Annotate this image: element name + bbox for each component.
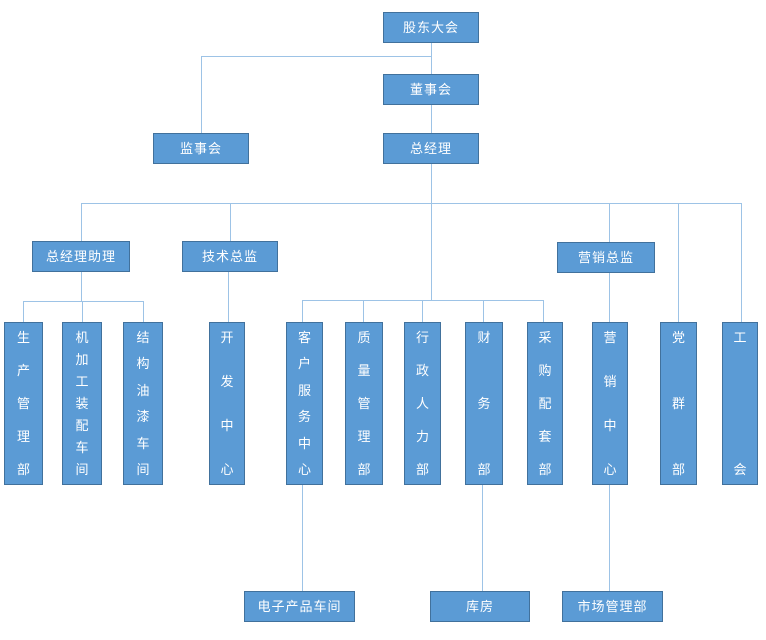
connector-board-gm [431, 104, 432, 133]
node-customer-service-center: 客户服务中心 [286, 322, 323, 485]
connector-marketing-market-mgmt [609, 485, 610, 591]
node-quality-mgmt-dept: 质量管理部 [345, 322, 383, 485]
node-warehouse: 库房 [430, 591, 530, 622]
connector-gm-spine [431, 163, 432, 300]
node-purchasing-support-dept: 采购配套部 [527, 322, 563, 485]
node-label: 行政人力部 [415, 330, 429, 477]
node-structure-paint-workshop: 结构油漆车间 [123, 322, 163, 485]
connector-finance-warehouse [482, 485, 483, 591]
connector-drop-admin-hr [422, 300, 423, 323]
node-tech-director: 技术总监 [182, 241, 278, 272]
node-development-center: 开发中心 [209, 322, 245, 485]
node-label: 客户服务中心 [297, 330, 311, 477]
node-label: 采购配套部 [538, 330, 552, 477]
node-label: 总经理 [409, 141, 452, 156]
node-electronics-workshop: 电子产品车间 [244, 591, 355, 622]
node-label: 股东大会 [402, 20, 459, 35]
node-label: 生产管理部 [16, 330, 30, 477]
node-label: 监事会 [179, 141, 222, 156]
connector-drop-machining [82, 301, 83, 323]
connector-bus-gm-assistant [81, 203, 82, 241]
node-label: 电子产品车间 [257, 599, 342, 614]
node-label: 开发中心 [220, 330, 234, 477]
connector-assistant-subbus [81, 271, 82, 301]
node-label: 财务部 [477, 330, 491, 477]
node-market-mgmt-dept: 市场管理部 [562, 591, 663, 622]
node-label: 质量管理部 [357, 330, 371, 477]
connector-bus-marketing-director [609, 203, 610, 242]
connector-subbus-assistant [23, 301, 143, 302]
connector-drop-purchasing [543, 300, 544, 323]
connector-bus-party-mass [678, 203, 679, 323]
node-labor-union: 工会 [722, 322, 758, 485]
node-label: 营销总监 [577, 250, 634, 265]
node-label: 机加工装配车间 [75, 330, 89, 477]
node-board-of-directors: 董事会 [383, 74, 479, 105]
connector-branch-supervisory-h [201, 56, 431, 57]
connector-tech-dev-center [228, 271, 229, 323]
connector-branch-supervisory-v [201, 56, 202, 134]
node-label: 技术总监 [201, 249, 258, 264]
node-supervisory-board: 监事会 [153, 133, 249, 164]
connector-drop-production [23, 301, 24, 323]
connector-drop-finance [483, 300, 484, 323]
node-general-manager: 总经理 [383, 133, 479, 164]
connector-customer-electronics [302, 485, 303, 591]
connector-bus-labor-union [741, 203, 742, 323]
node-marketing-center: 营销中心 [592, 322, 628, 485]
node-party-mass-dept: 党群部 [660, 322, 697, 485]
connector-main-bus [81, 203, 742, 204]
connector-drop-structure-paint [143, 301, 144, 323]
node-label: 营销中心 [603, 330, 617, 477]
node-gm-assistant: 总经理助理 [32, 241, 130, 272]
node-marketing-director: 营销总监 [557, 242, 655, 273]
node-label: 党群部 [671, 330, 685, 477]
node-production-mgmt-dept: 生产管理部 [4, 322, 43, 485]
node-admin-hr-dept: 行政人力部 [404, 322, 441, 485]
connector-drop-customer-service [302, 300, 303, 323]
node-finance-dept: 财务部 [465, 322, 503, 485]
node-label: 市场管理部 [577, 599, 648, 614]
node-label: 结构油漆车间 [136, 330, 150, 477]
connector-marketing-director-center [609, 273, 610, 323]
node-label: 库房 [465, 599, 494, 614]
node-machining-assembly-workshop: 机加工装配车间 [62, 322, 102, 485]
node-shareholders-meeting: 股东大会 [383, 12, 479, 43]
node-label: 工会 [733, 330, 747, 477]
connector-drop-quality [363, 300, 364, 323]
node-label: 董事会 [409, 82, 452, 97]
connector-bus-tech-director [230, 203, 231, 241]
node-label: 总经理助理 [45, 249, 116, 264]
connector-shareholders-board [431, 43, 432, 74]
